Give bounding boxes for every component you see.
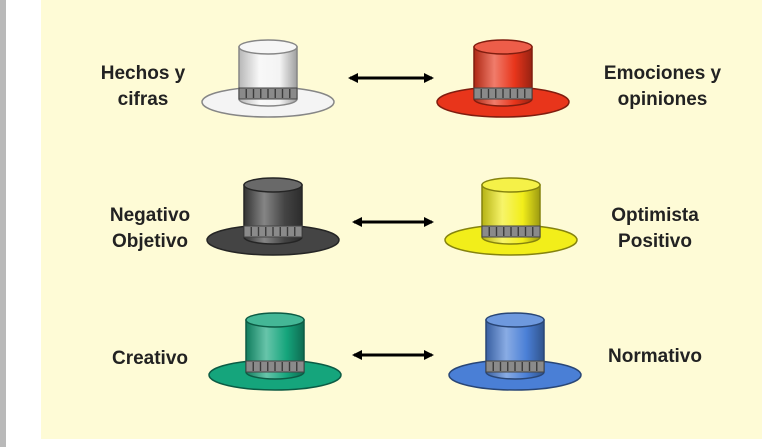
hat-top <box>245 312 305 328</box>
hat-top <box>238 39 298 55</box>
label-negative: Negativo Objetivo <box>85 203 215 255</box>
label-optimistic-line-2: Positivo <box>618 231 692 252</box>
red-hat-icon <box>436 39 570 118</box>
label-emotions: Emociones y opiniones <box>575 61 750 113</box>
hat-top <box>485 312 545 328</box>
label-creative: Creativo <box>85 346 215 372</box>
blue-hat-icon <box>448 312 582 391</box>
label-emotions-line-1: Emociones y <box>603 63 722 84</box>
label-optimistic: Optimista Positivo <box>580 203 730 255</box>
left-border <box>0 0 6 447</box>
hats-layer <box>201 39 582 391</box>
label-facts-line-1: Hechos y <box>100 63 186 84</box>
hat-top <box>473 39 533 55</box>
label-negative-line-1: Negativo <box>109 205 191 226</box>
label-optimistic-line-1: Optimista <box>611 205 699 226</box>
green-hat-icon <box>208 312 342 391</box>
label-facts: Hechos y cifras <box>78 61 208 113</box>
hat-top <box>243 177 303 193</box>
label-normative: Normativo <box>580 344 730 370</box>
hat-top <box>481 177 541 193</box>
label-creative-line-1: Creativo <box>111 348 189 369</box>
label-negative-line-2: Objetivo <box>111 231 188 252</box>
label-normative-line-1: Normativo <box>608 346 702 367</box>
yellow-hat-icon <box>444 177 578 256</box>
label-facts-line-2: cifras <box>117 89 169 110</box>
black-hat-icon <box>206 177 340 256</box>
white-hat-icon <box>201 39 335 118</box>
label-emotions-line-2: opiniones <box>617 89 708 110</box>
